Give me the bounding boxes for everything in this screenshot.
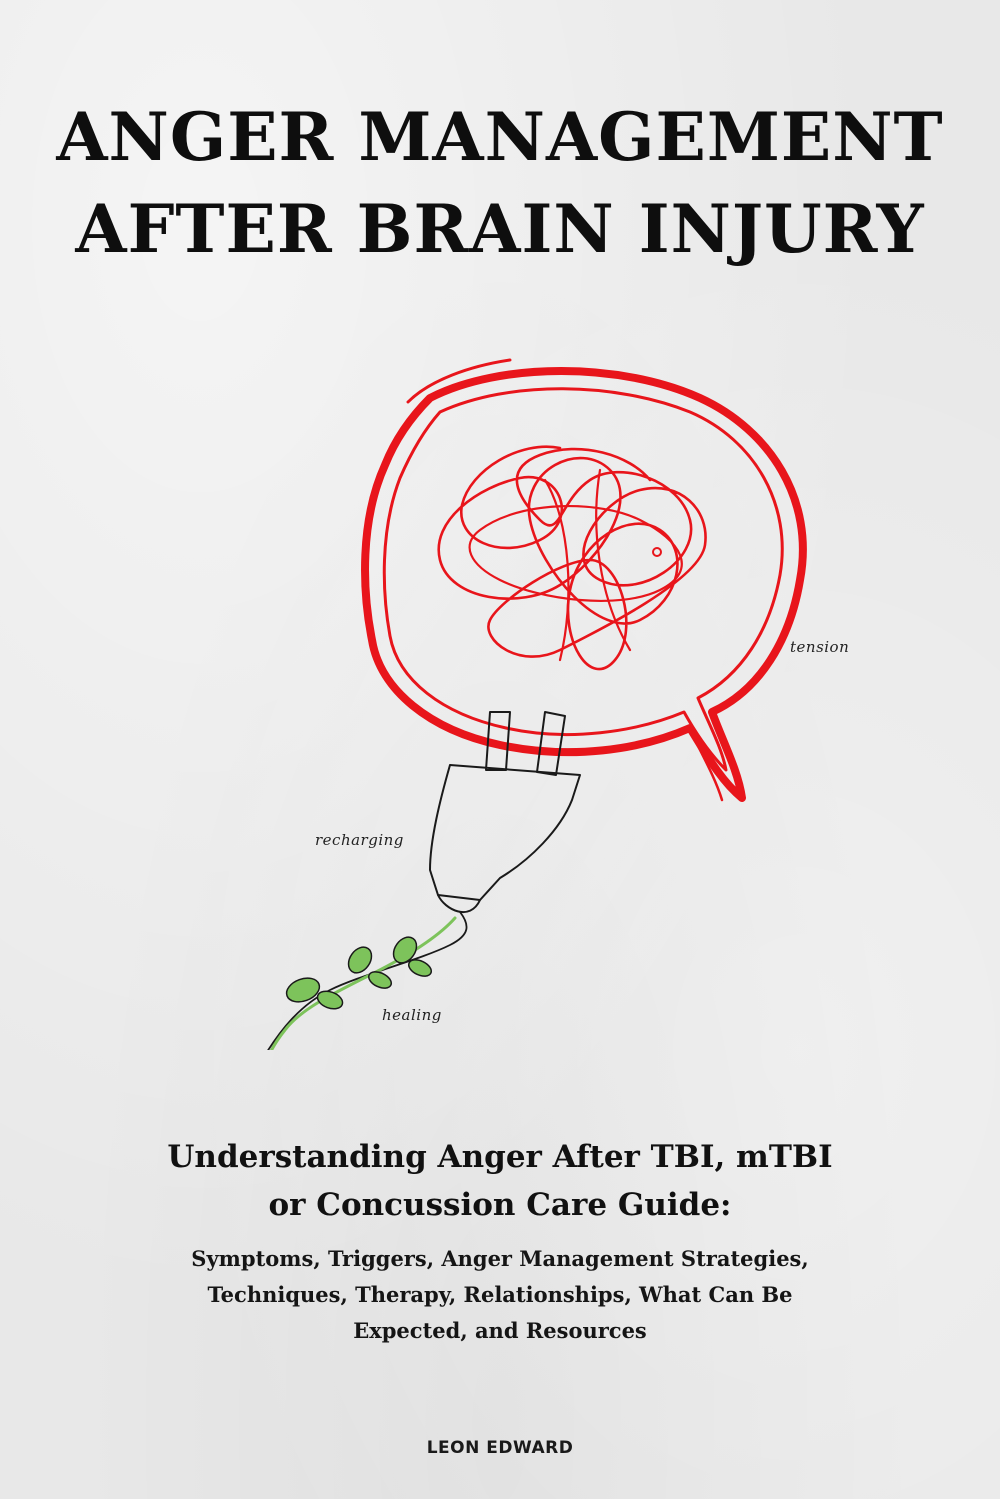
description-line-1: Symptoms, Triggers, Anger Management Str…	[191, 1246, 809, 1271]
tangled-scribble-icon	[437, 445, 707, 671]
author-name: LEON EDWARD	[426, 1438, 574, 1458]
subtitle-line-1: Understanding Anger After TBI, mTBI	[167, 1139, 833, 1175]
subtitle-line-2: or Concussion Care Guide:	[268, 1187, 732, 1223]
leaf-1-icon	[285, 977, 321, 1003]
leaf-3-icon	[392, 936, 418, 964]
leaf-5-icon	[367, 971, 393, 989]
plug-neck-icon	[437, 894, 481, 913]
description-line-2: Techniques, Therapy, Relationships, What…	[207, 1282, 793, 1307]
scribble-knot-icon	[652, 547, 662, 557]
plug-prong-right-icon	[536, 711, 566, 776]
label-tension: tension	[790, 638, 850, 656]
label-recharging: recharging	[315, 831, 404, 849]
plug-cord-icon	[267, 911, 468, 1050]
leaf-4-icon	[316, 990, 344, 1010]
speech-bubble-accent-icon	[406, 358, 512, 404]
book-title-line-1: ANGER MANAGEMENT	[56, 98, 944, 176]
leaf-6-icon	[407, 959, 433, 977]
description-line-3: Expected, and Resources	[353, 1318, 647, 1343]
book-title-line-2: AFTER BRAIN INJURY	[75, 190, 925, 268]
speech-bubble-inner-icon	[382, 387, 784, 772]
tangled-scribble-2-icon	[468, 468, 683, 662]
speech-bubble-brain-plug-icon	[267, 358, 807, 1050]
label-healing: healing	[382, 1006, 442, 1024]
plug-body-icon	[429, 764, 581, 901]
leaf-2-icon	[347, 946, 373, 974]
speech-bubble-accent-2-icon	[688, 728, 724, 802]
speech-bubble-outer-icon	[361, 367, 807, 802]
